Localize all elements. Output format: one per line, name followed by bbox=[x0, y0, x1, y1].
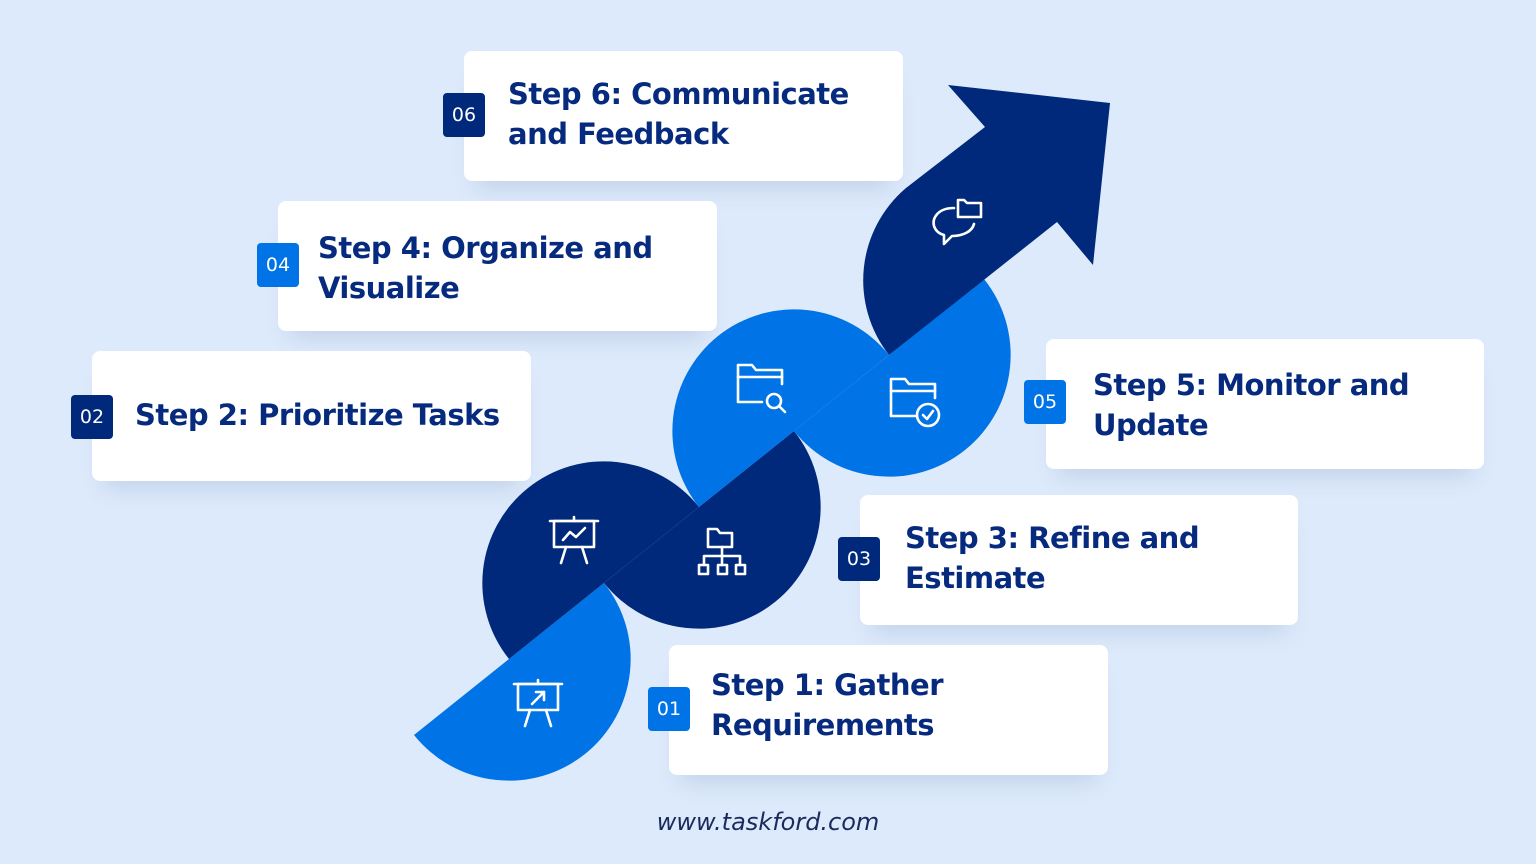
step-1-badge: 01 bbox=[648, 687, 690, 731]
presentation-arrow-icon bbox=[512, 678, 564, 728]
folder-hierarchy-icon bbox=[697, 527, 747, 576]
step-6-title-line2: and Feedback bbox=[508, 117, 729, 151]
step-1-title-line2: Requirements bbox=[711, 708, 934, 742]
step-6-badge: 06 bbox=[443, 93, 485, 137]
step-6-title-line1: Step 6: Communicate bbox=[508, 77, 849, 111]
footer-website: www.taskford.com bbox=[656, 808, 880, 836]
step-3-badge: 03 bbox=[838, 537, 880, 581]
step-3-title-line2: Estimate bbox=[905, 561, 1046, 595]
arrow-head bbox=[863, 85, 1110, 355]
step-5-title-line1: Step 5: Monitor and bbox=[1093, 368, 1410, 402]
step-5-badge: 05 bbox=[1024, 380, 1066, 424]
step-3-title-line1: Step 3: Refine and bbox=[905, 521, 1200, 555]
chat-folder-icon bbox=[932, 198, 983, 246]
step-1-title-line1: Step 1: Gather bbox=[711, 668, 944, 702]
step-2-badge: 02 bbox=[71, 395, 113, 439]
step-6-title: Step 6: Communicate and Feedback bbox=[508, 74, 849, 154]
step-4-title-line1: Step 4: Organize and bbox=[318, 231, 653, 265]
step-4-title-line2: Visualize bbox=[318, 271, 460, 305]
step-5-title-line2: Update bbox=[1093, 408, 1209, 442]
folder-search-icon bbox=[736, 363, 787, 414]
presentation-chart-icon bbox=[548, 515, 600, 565]
segment-1 bbox=[414, 583, 631, 781]
step-2-title-line1: Step 2: Prioritize Tasks bbox=[135, 398, 500, 432]
step-2-title: Step 2: Prioritize Tasks bbox=[135, 395, 500, 435]
segment-2 bbox=[482, 461, 699, 659]
folder-check-icon bbox=[889, 377, 941, 428]
step-2-card: Step 2: Prioritize Tasks bbox=[92, 351, 531, 481]
step-4-badge: 04 bbox=[257, 243, 299, 287]
step-6-card: Step 6: Communicate and Feedback bbox=[464, 51, 903, 181]
